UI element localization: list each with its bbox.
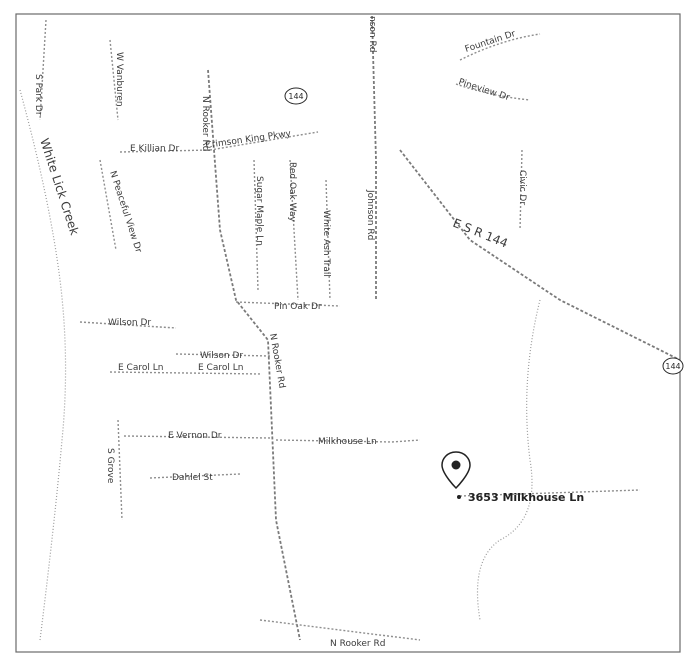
map-frame	[15, 13, 681, 653]
road-e-sr-144	[399, 149, 681, 361]
road-fountain-dr	[459, 33, 541, 61]
road-civic-dr	[519, 149, 523, 231]
label-white-ash-trail: White Ash Trail	[321, 210, 331, 277]
sr144-shield-right-label: 144	[665, 362, 680, 371]
road-milkhouse-ln	[275, 439, 421, 443]
label-sugar-maple-ln: Sugar Maple Ln	[254, 176, 264, 246]
label-e-killian-dr: E Killian Dr	[130, 144, 179, 154]
label-w-vanburen: W Vanburen	[114, 52, 124, 107]
road-sugar-maple-ln	[253, 159, 259, 291]
road-n-peaceful-view-dr	[99, 159, 117, 251]
road-pin-oak-dr	[235, 301, 341, 307]
boundary-line	[476, 299, 541, 621]
road-w-vanburen	[109, 39, 119, 121]
road-n-rooker-rd	[207, 69, 301, 641]
label-e-carol-ln-east: E Carol Ln	[198, 363, 243, 373]
road-e-vernon-dr	[123, 435, 271, 439]
label-e-carol-ln-west: E Carol Ln	[118, 363, 163, 373]
sr144-shield-top-label: 144	[288, 92, 303, 101]
label-civic-dr: Civic Dr	[517, 170, 527, 205]
label-wilson-dr-west: Wilson Dr	[108, 318, 151, 328]
white-lick-creek-line	[19, 89, 67, 641]
road-s-grove	[117, 419, 123, 521]
label-s-park-dr: S Park Dr	[33, 74, 43, 116]
destination-address-label: 3653 Milkhouse Ln	[468, 491, 584, 504]
label-dahlel-st: Dahlel St	[172, 473, 213, 483]
map-pin-icon[interactable]	[441, 451, 471, 490]
label-milkhouse-ln: Milkhouse Ln	[318, 437, 377, 447]
road-e-killian-dr	[119, 149, 211, 153]
road-johnson-rd	[371, 15, 377, 300]
label-red-oak-way: Red Oak Way	[287, 162, 297, 222]
sr144-shield-right: 144	[662, 357, 684, 375]
road-white-ash-trail	[325, 179, 331, 301]
road-dahlel-st	[149, 473, 241, 479]
sr144-shield-top: 144	[284, 87, 308, 105]
road-s-park-dr	[39, 19, 47, 121]
road-pineview-dr	[455, 83, 531, 101]
label-johnson-rd-top: nson Rd	[367, 16, 377, 52]
label-e-vernon-dr: E Vernon Dr	[168, 431, 222, 441]
road-red-oak-way	[289, 159, 299, 301]
road-wilson-dr-west	[79, 321, 177, 329]
road-e-carol-ln	[109, 371, 263, 375]
label-s-grove: S Grove	[105, 448, 115, 484]
label-n-rooker-rd-bottom: N Rooker Rd	[330, 639, 385, 649]
label-wilson-dr-east: Wilson Dr	[200, 351, 243, 361]
road-n-rooker-rd-bottom	[259, 619, 421, 641]
label-pin-oak-dr: Pin Oak Dr	[274, 302, 322, 312]
label-n-rooker-rd-top: N Rooker Rd	[200, 96, 210, 151]
destination-dot	[457, 495, 461, 499]
label-johnson-rd: Johnson Rd	[365, 189, 375, 240]
